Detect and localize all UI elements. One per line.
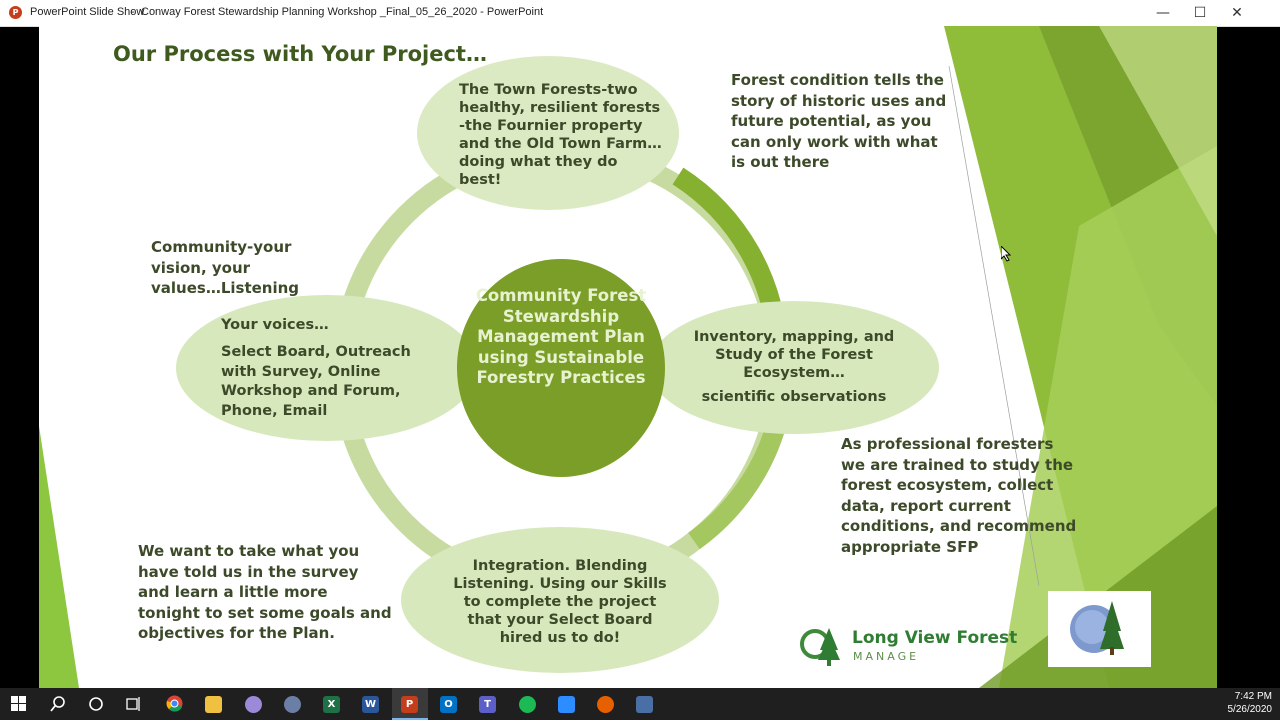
firefox-icon[interactable] — [597, 696, 614, 713]
remote-desktop-icon[interactable] — [636, 696, 653, 713]
powerpoint-icon[interactable]: P — [401, 696, 418, 713]
title-separator: - — [131, 6, 135, 18]
note-survey: We want to take what you have told us in… — [138, 542, 392, 642]
window-title-bar: P PowerPoint Slide Show - Conway Forest … — [0, 0, 1280, 27]
clock-date: 5/26/2020 — [1227, 704, 1273, 715]
cortana-icon[interactable] — [88, 696, 104, 712]
minimize-button[interactable]: — — [1156, 5, 1170, 21]
logo-tagline: MANAGE — [853, 650, 920, 663]
tree-logo-icon — [800, 628, 840, 666]
maximize-button[interactable]: ☐ — [1193, 5, 1207, 21]
excel-icon[interactable]: X — [323, 696, 340, 713]
note-forest-condition: Forest condition tells the story of hist… — [731, 71, 947, 171]
search-icon[interactable] — [50, 696, 66, 712]
forest-emblem-icon — [1070, 601, 1124, 655]
powerpoint-app-icon: P — [9, 6, 22, 19]
ellipse-your-voices[interactable]: Your voices… Select Board, Outreach with… — [176, 295, 478, 441]
note-community: Community-your vision, your values…Liste… — [151, 238, 300, 297]
zoom-helper-icon[interactable] — [284, 696, 301, 713]
ellipse-your-voices-body: Select Board, Outreach with Survey, Onli… — [221, 344, 411, 419]
teams-icon[interactable]: T — [479, 696, 496, 713]
slide-title: Our Process with Your Project… — [113, 42, 487, 66]
center-stewardship-plan[interactable]: Community Forest Stewardship Management … — [457, 259, 665, 477]
ellipse-your-voices-heading: Your voices… — [221, 317, 329, 333]
outlook-icon[interactable]: O — [440, 696, 457, 713]
windows-taskbar: X W P O T 7:42 PM 5/26/2020 — [0, 688, 1280, 720]
note-professional-foresters: As professional foresters we are trained… — [841, 435, 1077, 556]
ellipse-inventory[interactable]: Inventory, mapping, and Study of the For… — [649, 301, 939, 434]
document-title: Conway Forest Stewardship Planning Works… — [141, 6, 544, 18]
clock-time: 7:42 PM — [1234, 691, 1272, 702]
app-name: PowerPoint Slide Show — [30, 6, 145, 18]
task-view-icon[interactable] — [126, 696, 142, 712]
ellipse-town-forests-text: The Town Forests-two healthy, resilient … — [459, 82, 662, 188]
ellipse-inventory-heading: Inventory, mapping, and Study of the For… — [693, 329, 895, 381]
chrome-icon[interactable] — [166, 695, 183, 712]
ellipse-integration[interactable]: Integration. Blending Listening. Using o… — [401, 527, 719, 673]
word-icon[interactable]: W — [362, 696, 379, 713]
system-clock[interactable]: 7:42 PM 5/26/2020 — [1228, 690, 1273, 716]
file-explorer-icon[interactable] — [205, 696, 222, 713]
music-icon[interactable] — [245, 696, 262, 713]
slide[interactable]: Our Process with Your Project… Forest co… — [39, 26, 1217, 688]
center-stewardship-plan-text: Community Forest Stewardship Management … — [475, 286, 647, 387]
mouse-cursor-icon — [1001, 246, 1012, 262]
partner-emblem — [1048, 591, 1151, 667]
ellipse-inventory-body: scientific observations — [701, 389, 887, 405]
ellipse-town-forests[interactable]: The Town Forests-two healthy, resilient … — [417, 56, 679, 210]
long-view-forest-logo: Long View Forest MANAGE — [799, 624, 1029, 670]
close-button[interactable]: ✕ — [1231, 5, 1243, 21]
zoom-icon[interactable] — [558, 696, 575, 713]
spotify-icon[interactable] — [519, 696, 536, 713]
ellipse-integration-text: Integration. Blending Listening. Using o… — [453, 558, 667, 646]
logo-name: Long View Forest — [852, 628, 1018, 648]
start-icon[interactable] — [11, 696, 27, 712]
